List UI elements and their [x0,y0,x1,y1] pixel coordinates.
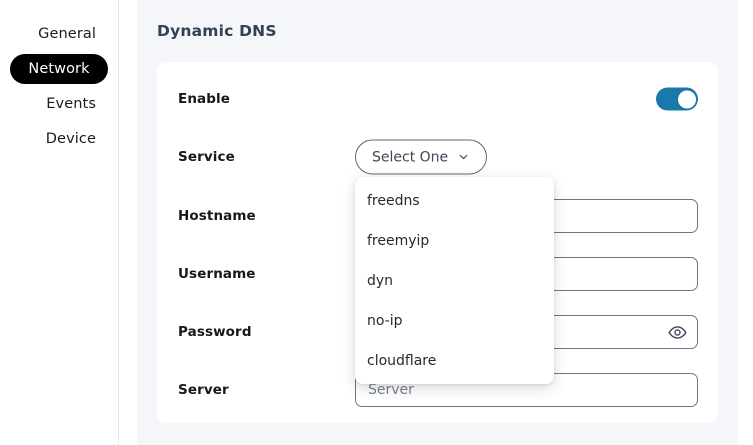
sidebar-item-network[interactable]: Network [10,54,108,84]
service-option-cloudflare[interactable]: cloudflare [367,353,437,369]
toggle-knob [677,90,696,108]
service-selected-value: Select One [372,149,449,165]
chevron-down-icon [457,151,470,164]
server-label: Server [178,382,229,398]
sidebar-item-general[interactable]: General [10,19,108,49]
form-row-service: Service Select One [157,138,718,176]
password-label: Password [178,324,252,340]
sidebar-item-device[interactable]: Device [10,124,108,154]
page-title: Dynamic DNS [157,22,277,40]
sidebar-item-label: Device [45,131,96,147]
service-option-dyn[interactable]: dyn [367,273,394,289]
service-options-dropdown[interactable]: freedns freemyip dyn no-ip cloudflare [355,177,554,384]
sidebar-item-label: Events [46,96,96,112]
sidebar-nav: General Network Events Device [0,0,119,445]
service-option-freedns[interactable]: freedns [367,193,420,209]
enable-label: Enable [178,91,230,107]
username-label: Username [178,266,256,282]
service-select-button[interactable]: Select One [355,139,488,175]
sidebar-item-label: General [38,26,96,42]
sidebar-item-label: Network [28,61,90,77]
service-option-freemyip[interactable]: freemyip [367,233,430,249]
service-option-no-ip[interactable]: no-ip [367,313,403,329]
form-row-enable: Enable [157,80,718,118]
service-label: Service [178,149,235,165]
enable-toggle[interactable] [656,87,698,111]
eye-icon[interactable] [666,322,688,342]
hostname-label: Hostname [178,208,256,224]
sidebar-item-events[interactable]: Events [10,89,108,119]
